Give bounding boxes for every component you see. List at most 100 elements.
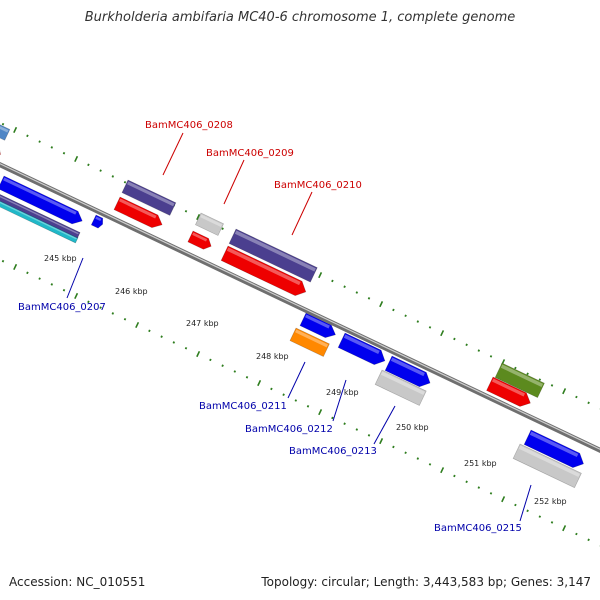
- tick-dot-inner: [489, 492, 493, 495]
- gene-label-bammc406-0208[interactable]: BamMC406_0208: [145, 120, 233, 131]
- gene-label-bammc406-0211[interactable]: BamMC406_0211: [199, 401, 287, 412]
- gene-arrow-blue-0212-highlight: [343, 334, 380, 355]
- tick-dot-outer: [50, 146, 54, 149]
- gene-arrow-cyan-highlight: [0, 199, 77, 240]
- tick-dot-outer: [62, 151, 66, 155]
- tick-dot-outer: [550, 384, 554, 387]
- genome-backbone-highlight: [0, 163, 600, 450]
- tick-dot-outer: [526, 372, 529, 376]
- gene-arrow-red-0209[interactable]: [187, 230, 214, 252]
- gene-label-bammc406-0213[interactable]: BamMC406_0213: [289, 446, 377, 457]
- gene-arrow-gray-0213[interactable]: [374, 369, 427, 406]
- gene-arrow-blue-0215-highlight: [529, 431, 579, 458]
- tick-dot-inner: [196, 350, 201, 358]
- tick-dot-inner: [562, 525, 567, 532]
- gene-arrow-steelblue-highlight: [0, 121, 9, 133]
- tick-dot-outer: [428, 326, 432, 329]
- tick-dot-inner: [282, 393, 285, 396]
- tick-dot-outer: [1, 122, 5, 126]
- gene-label-bammc406-0210[interactable]: BamMC406_0210: [274, 180, 362, 191]
- tick-dot-outer: [379, 301, 384, 308]
- tick-dot-inner: [318, 409, 323, 416]
- gene-arrow-steelblue[interactable]: [0, 119, 11, 141]
- tick-dot-inner: [306, 405, 310, 408]
- genes: [0, 119, 587, 489]
- gene-arrow-blue-0213-highlight: [390, 357, 425, 377]
- tick-dot-inner: [343, 422, 346, 426]
- tick-dot-inner: [440, 467, 445, 474]
- tick-dot-inner: [50, 283, 54, 286]
- tick-dot-outer: [184, 209, 188, 213]
- tick-dot-inner: [123, 317, 127, 321]
- gene-arrow-olive[interactable]: [494, 362, 545, 399]
- gene-arrow-blue-0212[interactable]: [337, 332, 388, 368]
- gene-arrow-red-0208[interactable]: [113, 196, 165, 231]
- gene-arrow-blue-left-highlight: [3, 177, 77, 215]
- tick-dot-inner: [477, 486, 481, 489]
- gene-arrow-blue-left[interactable]: [0, 175, 85, 227]
- tick-dot-inner: [526, 509, 529, 513]
- tick-dot-outer: [404, 314, 407, 318]
- gene-label-bammc406-0209[interactable]: BamMC406_0209: [206, 148, 294, 159]
- gene-arrow-purple-left[interactable]: [0, 192, 81, 239]
- leader-line-0211: [287, 361, 306, 399]
- tick-dot-outer: [355, 291, 359, 294]
- gene-arrow-red-0210[interactable]: [220, 245, 309, 299]
- tick-dot-inner: [428, 463, 432, 466]
- leader-line-0212: [332, 379, 347, 422]
- tick-dot-outer: [514, 366, 517, 370]
- tick-dot-inner: [13, 263, 18, 271]
- gene-arrow-purple-0208[interactable]: [121, 179, 177, 216]
- tick-dot-inner: [148, 329, 151, 333]
- tick-dot-outer: [440, 330, 445, 337]
- gene-arrow-red-right[interactable]: [486, 376, 534, 410]
- gene-arrow-blue-0215[interactable]: [523, 429, 587, 471]
- leader-line-0215: [519, 484, 532, 522]
- tick-dot-outer: [489, 355, 493, 358]
- tick-dot-inner: [209, 358, 212, 362]
- tick-dot-outer: [416, 320, 420, 323]
- tick-dot-inner: [245, 375, 249, 379]
- backbone-layer: [0, 161, 600, 454]
- gene-arrow-blue-small[interactable]: [90, 214, 105, 229]
- tick-label-245kbp: 245 kbp: [44, 254, 77, 263]
- tick-dot-inner: [294, 399, 298, 402]
- tick-dot-inner: [74, 292, 79, 300]
- tick-dot-inner: [233, 370, 237, 373]
- gene-arrow-red-edge[interactable]: [0, 143, 3, 159]
- gene-arrow-gray-0215[interactable]: [512, 443, 582, 489]
- gene-label-bammc406-0207[interactable]: BamMC406_0207: [18, 302, 106, 313]
- leader-line-0207: [66, 257, 84, 299]
- tick-dot-outer: [111, 175, 115, 178]
- tick-dot-inner: [221, 364, 224, 367]
- tick-dot-outer: [26, 134, 29, 138]
- gene-arrow-blue-0211-highlight: [305, 314, 330, 329]
- tick-dot-inner: [575, 532, 578, 536]
- tick-label-250kbp: 250 kbp: [396, 423, 429, 432]
- tick-dot-outer: [74, 155, 79, 163]
- gene-label-bammc406-0212[interactable]: BamMC406_0212: [245, 424, 333, 435]
- tick-dot-outer: [13, 126, 18, 134]
- gene-arrow-gray-0209[interactable]: [195, 212, 224, 236]
- gene-arrow-purple-left-highlight: [0, 194, 79, 235]
- tick-dot-inner: [1, 259, 5, 263]
- gene-arrow-purple-0210[interactable]: [228, 228, 318, 283]
- tick-dot-inner: [379, 438, 384, 445]
- tick-dot-outer: [392, 308, 395, 312]
- gene-arrow-orange-0211[interactable]: [289, 327, 330, 357]
- gene-arrow-blue-0213[interactable]: [384, 355, 433, 390]
- gene-arrow-purple-0208-highlight: [127, 181, 175, 207]
- leader-line-0213: [373, 405, 396, 445]
- gene-arrow-red-0209-highlight: [192, 232, 208, 242]
- tick-dot-inner: [404, 451, 407, 455]
- accession-label: Accession: NC_010551: [9, 575, 146, 589]
- tick-dot-outer: [575, 395, 578, 399]
- tick-dot-inner: [538, 515, 542, 518]
- tick-dot-inner: [160, 335, 163, 338]
- leader-line-0210: [291, 191, 313, 236]
- gene-label-bammc406-0215[interactable]: BamMC406_0215: [434, 523, 522, 534]
- tick-dot-outer: [38, 140, 41, 143]
- gene-arrow-blue-small-highlight: [95, 216, 102, 222]
- tick-dot-inner: [111, 312, 115, 315]
